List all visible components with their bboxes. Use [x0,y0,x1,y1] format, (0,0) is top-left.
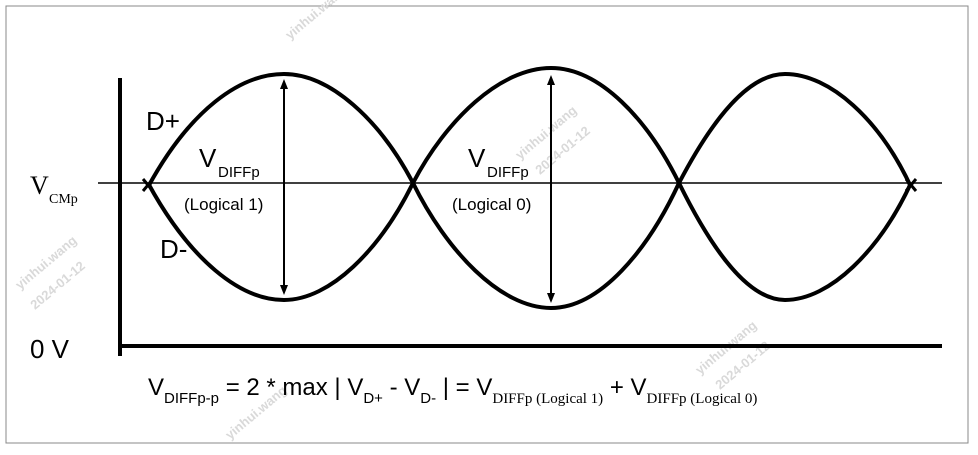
logical0-label: (Logical 0) [452,195,531,214]
formula-v1: V [148,374,164,401]
formula-sub-dplus: D+ [363,390,383,407]
d-plus-waveform [146,65,913,188]
vdiff1-sub: DIFFp [218,164,260,181]
start-x-mark [141,178,155,192]
d-plus-label: D+ [146,106,180,136]
vdiff-logical1-label: V DIFFp (Logical 1) [184,143,263,214]
formula-sub-dminus: D- [420,390,436,407]
vdiff-logical0-label: V DIFFp (Logical 0) [452,143,531,214]
vdiff1-main: V [199,143,217,173]
diagram-frame [5,5,969,444]
vcm-label: V CMp [30,171,78,207]
formula-plus: + V [603,374,646,401]
vdiff0-sub: DIFFp [487,164,529,181]
formula-sub-diffpp: DIFFp-p [164,390,219,407]
vcm-label-sub: CMp [49,192,78,207]
formula-minus: - V [383,374,420,401]
end-x-mark [904,178,918,192]
formula-sub-logical0: DIFFp (Logical 0) [647,391,758,407]
vdiff0-main: V [468,143,486,173]
d-minus-waveform [146,178,913,311]
vcm-label-main: V [30,171,49,200]
formula-sub-logical1: DIFFp (Logical 1) [492,391,603,407]
zero-volt-label: 0 V [30,334,70,364]
formula-eq2: | = V [436,374,492,401]
d-minus-label: D- [160,234,187,264]
vdiff-formula: VDIFFp-p = 2 * max | VD+ - VD- | = VDIFF… [148,374,757,407]
logical1-label: (Logical 1) [184,195,263,214]
formula-eq: = 2 * max | V [219,374,363,401]
